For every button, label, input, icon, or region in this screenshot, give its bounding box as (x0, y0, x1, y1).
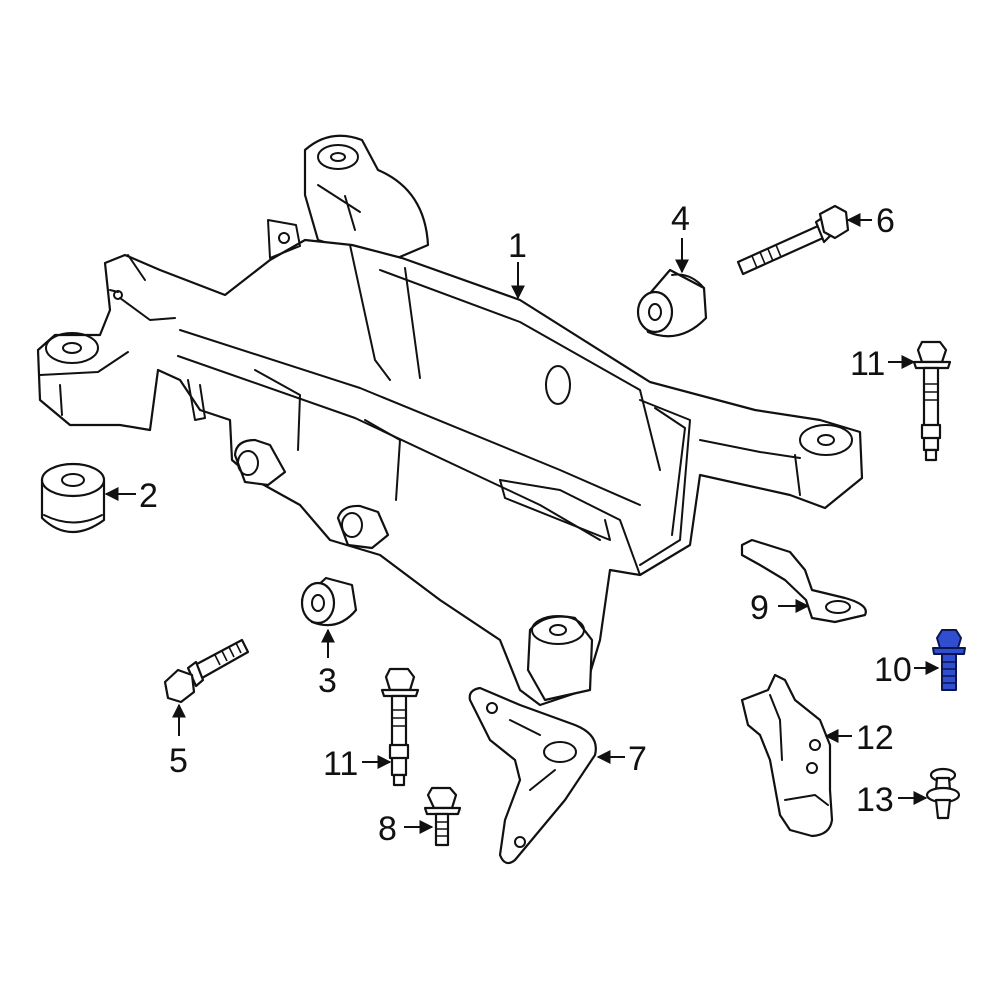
bracket-part-9[interactable] (740, 538, 867, 624)
callout-label-11-upper: 11 (850, 345, 885, 383)
callout-label-4: 4 (671, 200, 690, 238)
callout-3: 3 (318, 628, 337, 700)
callout-label-13: 13 (856, 781, 894, 819)
bolt-part-11-upper[interactable] (912, 340, 952, 462)
callout-label-10: 10 (874, 651, 912, 689)
callout-12: 12 (824, 719, 894, 757)
callout-label-5: 5 (169, 742, 188, 780)
callout-5: 5 (169, 703, 188, 780)
bolt-part-5[interactable] (163, 638, 250, 704)
bolt-part-8[interactable] (423, 786, 462, 847)
bolt-part-6[interactable] (736, 204, 850, 276)
bracket-part-7[interactable] (468, 686, 597, 865)
callout-label-11-lower: 11 (323, 745, 358, 783)
callout-label-1: 1 (508, 227, 527, 265)
callout-4: 4 (671, 200, 690, 274)
callout-label-3: 3 (318, 662, 337, 700)
callout-label-2: 2 (139, 477, 158, 515)
callout-13: 13 (856, 781, 928, 819)
callout-7: 7 (596, 740, 647, 778)
callout-1: 1 (508, 227, 527, 300)
callout-9: 9 (750, 589, 810, 627)
callout-label-9: 9 (750, 589, 769, 627)
bushing-part-3[interactable] (300, 576, 358, 627)
bolt-part-11-lower[interactable] (380, 667, 420, 787)
callout-11-upper: 11 (850, 345, 916, 383)
bracket-part-12[interactable] (740, 673, 834, 838)
bushing-part-2[interactable] (40, 462, 106, 534)
bushing-part-4[interactable] (636, 268, 708, 338)
callout-6: 6 (846, 202, 895, 240)
clip-part-13[interactable] (925, 767, 961, 820)
subframe-part-1[interactable] (36, 134, 864, 707)
callout-label-12: 12 (856, 719, 894, 757)
callout-10: 10 (874, 651, 940, 689)
callout-11-lower: 11 (323, 745, 392, 783)
bolt-part-10-highlighted[interactable] (932, 629, 966, 691)
callout-label-6: 6 (876, 202, 895, 240)
callout-label-8: 8 (378, 810, 397, 848)
callout-8: 8 (378, 810, 434, 848)
callout-label-7: 7 (628, 740, 647, 778)
callout-2: 2 (104, 477, 158, 515)
